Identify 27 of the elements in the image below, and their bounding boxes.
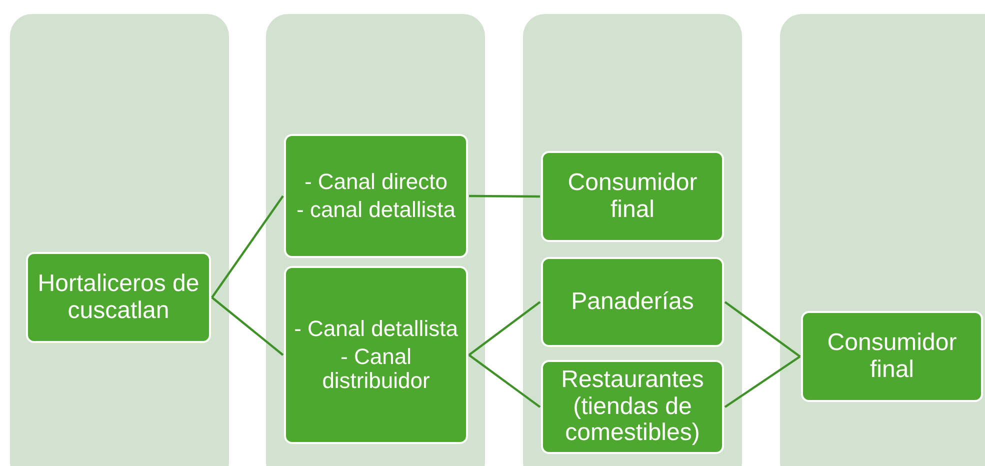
box-label: - Canal detallista [294,316,458,341]
column-band [266,14,485,466]
column-band [10,14,229,466]
process-box [541,360,724,454]
process-box [26,252,211,343]
box-label: - canal detallista [296,198,456,222]
process-box [284,266,468,444]
connector-line [211,195,284,298]
connector-line [211,296,284,356]
connector-line [468,354,541,408]
process-box [801,311,983,402]
box-label: Panaderías [571,288,694,316]
connector-line [469,194,540,198]
column-band [523,14,742,466]
box-label: Restaurantes (tiendas de comestibles) [560,367,705,447]
connector-line [468,301,541,356]
box-label: Hortaliceros de cuscatlan [36,271,200,324]
box-label: Consumidor final [566,170,698,223]
box-label: - Canal directo [304,170,448,194]
process-box [284,134,468,258]
box-label: Consumidor final [826,330,958,383]
process-box [541,151,724,242]
connector-line [724,301,801,358]
connector-line [724,356,801,408]
process-box [541,257,724,347]
box-label: - Canal distribuidor [321,344,431,394]
column-band [780,14,985,466]
